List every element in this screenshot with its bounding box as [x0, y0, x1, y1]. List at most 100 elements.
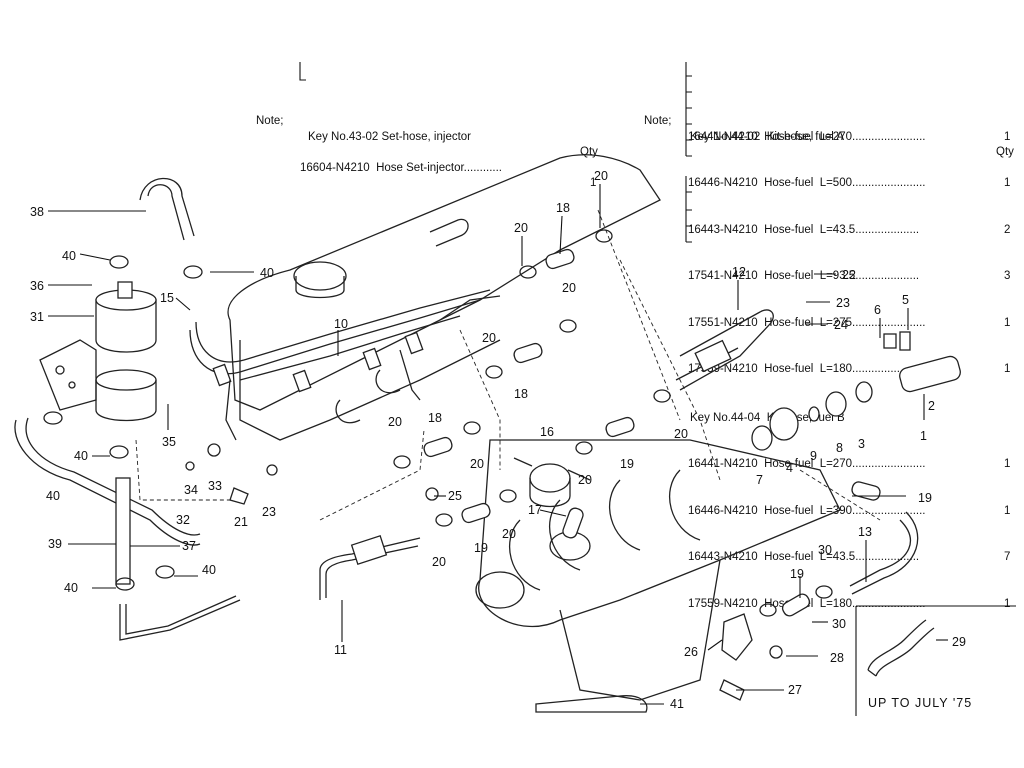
callout-28: 28 — [830, 651, 844, 665]
callout-15: 15 — [160, 291, 174, 305]
note-kit-hose-fuel: Note; Key No.44-02 Kit-hose, fuel A Qty … — [644, 52, 1019, 628]
note-prefix: Note; — [644, 115, 672, 127]
callout-23: 23 — [262, 505, 276, 519]
callout-40: 40 — [62, 249, 76, 263]
sensor-parts — [719, 613, 783, 701]
callout-20: 20 — [482, 331, 496, 345]
pressure-regulator — [513, 457, 591, 508]
callout-32: 32 — [176, 513, 190, 527]
callout-18: 18 — [428, 411, 442, 425]
fuel-pipe-assembly — [189, 289, 501, 441]
intake-manifold — [475, 439, 841, 701]
fuel-filter — [39, 281, 157, 422]
callout-numbers: 38 40 36 31 15 10 40 18 20 20 20 20 18 2… — [30, 169, 966, 711]
kit-a-qty: 3 — [1004, 270, 1011, 282]
callout-17: 17 — [528, 503, 542, 517]
kit-a-item: 17559-N4210 Hose-fuel L=180.............… — [688, 363, 926, 375]
engine-rocker-cover — [227, 154, 661, 441]
callout-5: 5 — [902, 293, 909, 307]
kit-a-item: 17541-N4210 Hose-fuel L=93.5............… — [688, 270, 920, 282]
callout-27: 27 — [788, 683, 802, 697]
callout-30: 30 — [818, 543, 832, 557]
inset-caption: UP TO JULY '75 — [868, 696, 973, 710]
callout-41: 41 — [670, 697, 684, 711]
note-item-qty: 1 — [590, 177, 597, 189]
callout-19: 19 — [790, 567, 804, 581]
kit-b-item: 16441-N4210 Hose-fuel L=270.............… — [688, 458, 926, 470]
callout-10: 10 — [334, 317, 348, 331]
kit-b-qty: 1 — [1004, 504, 1011, 517]
kit-a-item: 16441-N4210 Hose-fuel L=270.............… — [688, 130, 926, 143]
guide-line — [319, 429, 425, 521]
callout-23: 23 — [836, 296, 850, 310]
note1-bracket — [299, 62, 306, 81]
callout-31: 31 — [30, 310, 44, 324]
hose-37 — [14, 417, 201, 546]
note-item-text: 16604-N4210 Hose Set-injector...........… — [300, 161, 502, 174]
callout-40: 40 — [260, 266, 274, 280]
callout-1: 1 — [920, 429, 927, 443]
kit-b-item: 16446-N4210 Hose-fuel L=390.............… — [688, 504, 926, 517]
qty-header: Qty — [996, 146, 1014, 158]
kit-a-qty: 2 — [1004, 223, 1011, 236]
callout-19: 19 — [918, 491, 932, 505]
hose-29 — [867, 619, 935, 677]
callout-7: 7 — [756, 473, 763, 487]
callout-25: 25 — [448, 489, 462, 503]
hose-39 — [115, 477, 131, 585]
callout-21: 21 — [234, 515, 248, 529]
kit-a-qty: 1 — [1004, 177, 1011, 189]
small-hoses — [185, 248, 919, 713]
kit-a-item: 16446-N4210 Hose-fuel L=500.............… — [688, 177, 926, 189]
guide-line — [619, 259, 721, 481]
guide-line — [597, 209, 681, 421]
callout-12: 12 — [732, 265, 746, 279]
callout-33: 33 — [208, 479, 222, 493]
callout-20: 20 — [502, 527, 516, 541]
kit-b-qty: 1 — [1004, 597, 1011, 610]
kit-a-qty: 1 — [1004, 130, 1011, 143]
callout-40: 40 — [64, 581, 78, 595]
kit-b-qty: 1 — [1004, 458, 1011, 470]
kit-a-key-line: Key No.44-02 Kit-hose, fuel A — [690, 130, 845, 143]
callout-20: 20 — [578, 473, 592, 487]
callout-19: 19 — [620, 457, 634, 471]
callout-20: 20 — [562, 281, 576, 295]
callout-9: 9 — [810, 449, 817, 463]
injector-pipe-11 — [319, 537, 421, 600]
leader-lines — [48, 184, 948, 705]
callout-40: 40 — [74, 449, 88, 463]
callout-20: 20 — [594, 169, 608, 183]
kit-b-qty: 7 — [1004, 551, 1011, 563]
callout-39: 39 — [48, 537, 62, 551]
callout-22: 22 — [842, 268, 856, 282]
callout-16: 16 — [540, 425, 554, 439]
callout-29: 29 — [952, 635, 966, 649]
note-prefix: Note; — [256, 115, 284, 127]
hose-return — [119, 595, 241, 641]
callout-35: 35 — [162, 435, 176, 449]
callout-26: 26 — [684, 645, 698, 659]
kit-b-item: 16443-N4210 Hose-fuel L=43.5............… — [688, 551, 920, 563]
guide-line — [799, 469, 881, 521]
callout-40: 40 — [202, 563, 216, 577]
callout-4: 4 — [786, 461, 793, 475]
note-set-hose-injector: Note; Key No.43-02 Set-hose, injector Qt… — [256, 52, 616, 189]
callout-20: 20 — [470, 457, 484, 471]
callout-8: 8 — [836, 441, 843, 455]
callout-24: 24 — [834, 318, 848, 332]
guide-line — [135, 439, 230, 501]
note-key-line: Key No.43-02 Set-hose, injector — [308, 130, 472, 143]
callout-37: 37 — [182, 539, 196, 553]
guide-line — [459, 329, 501, 470]
kit-a-item: 16443-N4210 Hose-fuel L=43.5............… — [688, 223, 920, 236]
callout-20: 20 — [432, 555, 446, 569]
kit-a-qty: 1 — [1004, 316, 1011, 329]
throttle-parts — [751, 331, 961, 451]
callout-11: 11 — [334, 643, 347, 657]
hose-clamps — [43, 229, 833, 617]
callout-30: 30 — [832, 617, 846, 631]
callout-2: 2 — [928, 399, 935, 413]
kit-a-item: 17551-N4210 Hose-fuel L=275.............… — [688, 316, 926, 329]
